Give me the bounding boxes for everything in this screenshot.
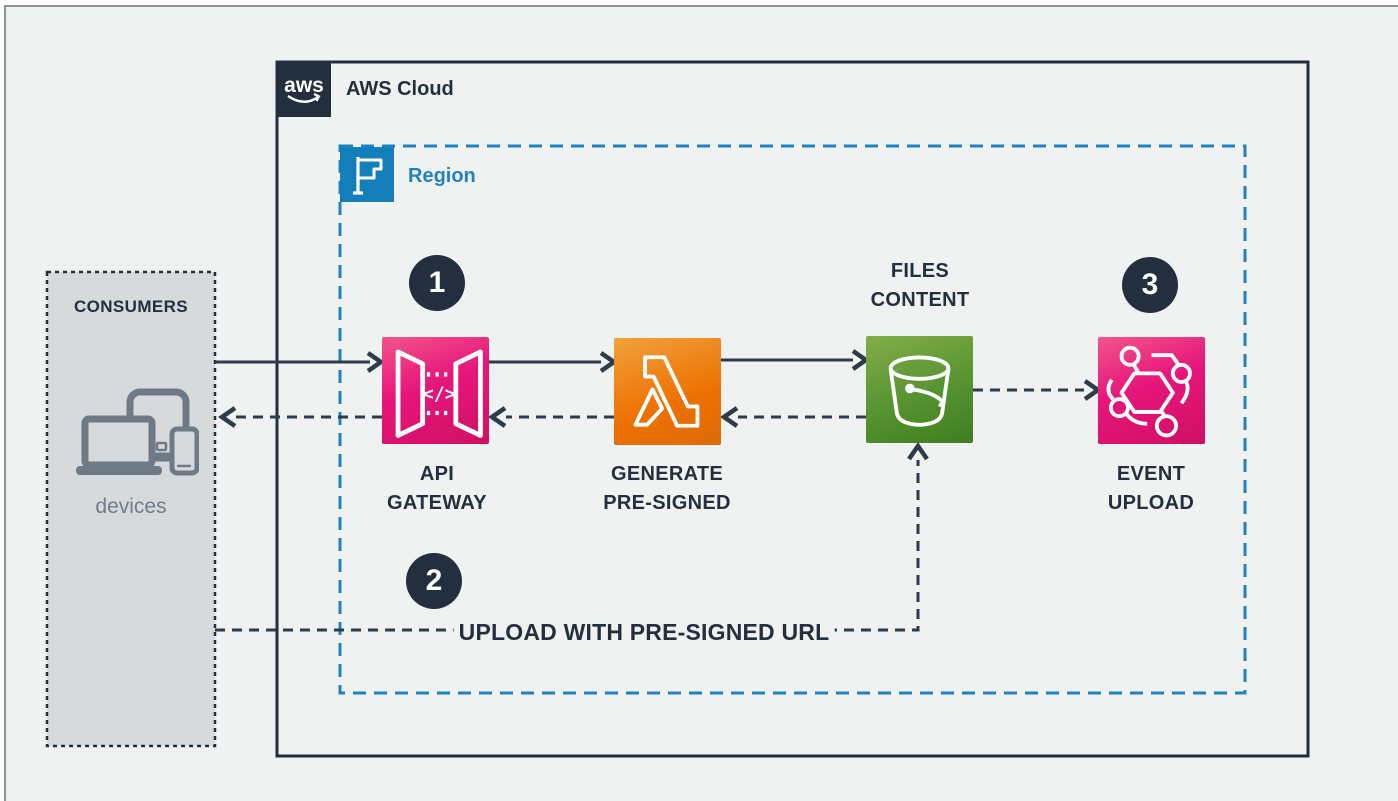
consumers-title: CONSUMERS — [73, 297, 189, 316]
api-gateway-glyph: </> — [423, 384, 456, 405]
s3-bucket-icon — [866, 336, 973, 443]
arrowhead-left-icon — [488, 406, 507, 428]
devices-caption: devices — [95, 495, 167, 518]
consumers-box — [45, 270, 217, 748]
arrow-upload-presigned — [215, 460, 920, 632]
arrowhead-right-icon — [366, 351, 385, 373]
region-flag-icon — [353, 157, 383, 195]
aws-smile-arrow-icon — [313, 93, 321, 102]
step-badge-1: 1 — [409, 255, 465, 311]
step-badge-2: 2 — [406, 553, 462, 609]
arrowhead-left-icon — [218, 406, 237, 428]
devices-icon — [76, 388, 199, 476]
aws-logo-icon: aws — [284, 74, 324, 103]
flow-arrows — [215, 349, 1102, 632]
upload-presigned-url-label: UPLOAD WITH PRE-SIGNED URL — [453, 619, 835, 646]
region-label: Region — [408, 165, 476, 187]
event-upload-label: EVENT UPLOAD — [1107, 463, 1195, 514]
arrowhead-right-icon — [851, 349, 870, 371]
aws-cloud-title: AWS Cloud — [346, 78, 454, 100]
arrowhead-right-icon — [1083, 379, 1102, 401]
region-box — [338, 144, 1247, 695]
api-gateway-label: API GATEWAY — [387, 463, 487, 514]
event-upload-icon — [1098, 337, 1205, 444]
aws-logo-text: aws — [284, 74, 324, 97]
arrowhead-left-icon — [720, 406, 739, 428]
arrowhead-right-icon — [599, 351, 618, 373]
aws-cloud-box — [275, 60, 1310, 758]
lambda-label: GENERATE PRE-SIGNED — [603, 463, 731, 514]
arrowhead-up-icon — [907, 442, 929, 461]
region-flag-square — [340, 147, 394, 202]
lambda-icon — [614, 338, 721, 445]
s3-label: FILES CONTENT — [870, 260, 970, 311]
api-gateway-icon: </> — [382, 337, 489, 444]
aws-smile-icon — [287, 94, 319, 103]
step-badge-3: 3 — [1122, 257, 1178, 313]
aws-logo-square: aws — [277, 62, 331, 117]
